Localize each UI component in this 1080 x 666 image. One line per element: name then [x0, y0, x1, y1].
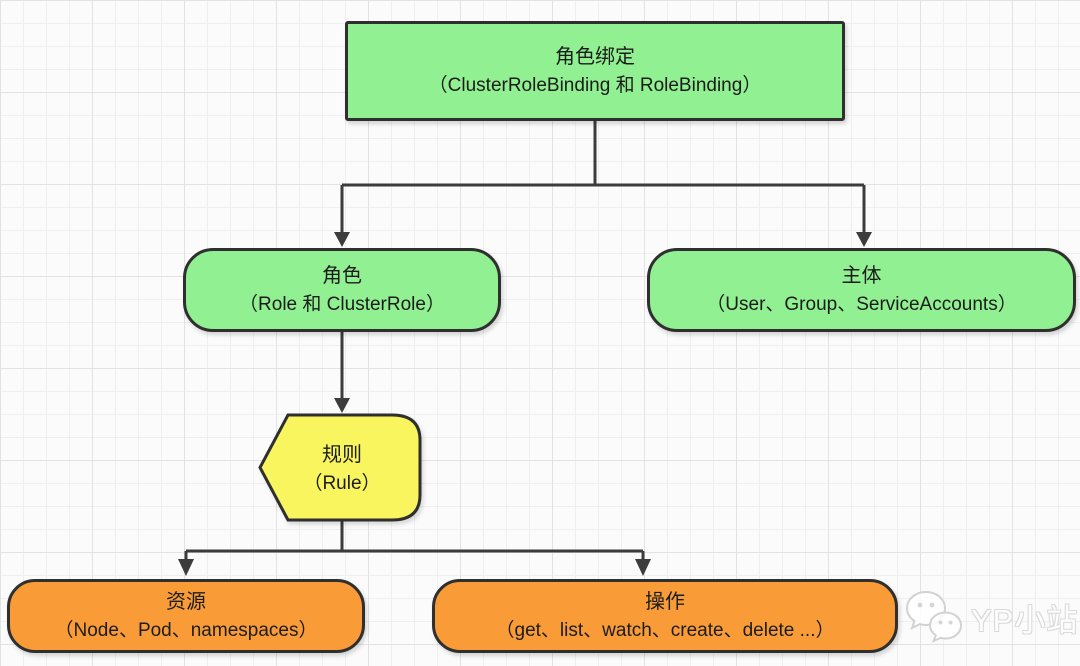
- arrowhead-into-subject: [856, 232, 872, 247]
- connector-rule-trunk: [184, 520, 645, 560]
- node-subtitle: （Node、Pod、namespaces）: [54, 619, 318, 641]
- node-title: 资源: [166, 590, 206, 613]
- arrowhead-into-rule: [334, 398, 350, 413]
- node-subtitle: （get、list、watch、create、delete ...）: [495, 619, 835, 641]
- node-rule-shape: [258, 413, 422, 522]
- node-rule-label: 规则 （Rule）: [262, 440, 422, 499]
- node-title: 规则: [322, 444, 362, 466]
- arrowhead-into-operation: [635, 559, 651, 576]
- node-subject: 主体 （User、Group、ServiceAccounts）: [647, 248, 1076, 332]
- node-operation: 操作 （get、list、watch、create、delete ...）: [432, 579, 898, 653]
- connector-rolebinding-trunk: [342, 121, 864, 187]
- arrowhead-into-role: [334, 232, 350, 247]
- arrowhead-into-resource: [178, 559, 194, 576]
- watermark: YP小站: [903, 588, 1078, 646]
- node-subtitle: （ClusterRoleBinding 和 RoleBinding）: [428, 74, 762, 96]
- node-role-binding: 角色绑定 （ClusterRoleBinding 和 RoleBinding）: [345, 21, 845, 121]
- node-subtitle: （Role 和 ClusterRole）: [239, 293, 445, 315]
- node-resource: 资源 （Node、Pod、namespaces）: [7, 579, 365, 653]
- node-subtitle: （Rule）: [303, 473, 381, 494]
- watermark-label: YP小站: [971, 602, 1079, 638]
- node-subtitle: （User、Group、ServiceAccounts）: [706, 293, 1017, 315]
- node-title: 角色: [322, 264, 362, 287]
- wechat-icon: [905, 590, 963, 643]
- node-title: 角色绑定: [555, 45, 635, 68]
- node-title: 主体: [841, 264, 882, 287]
- node-role: 角色 （Role 和 ClusterRole）: [183, 248, 501, 332]
- node-title: 操作: [645, 590, 685, 613]
